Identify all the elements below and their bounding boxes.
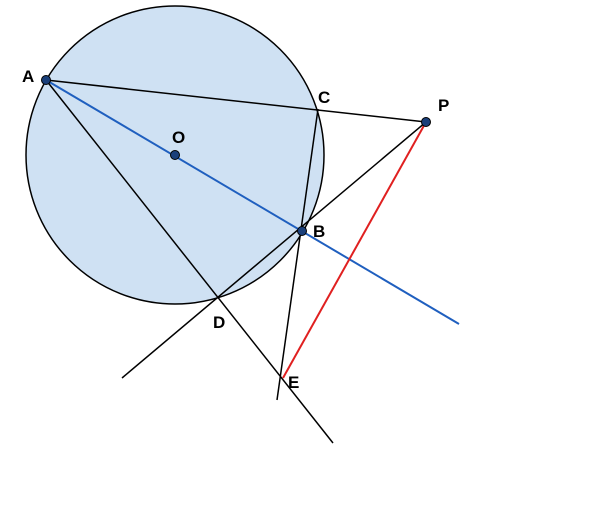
line-ac-to-p: [45, 79, 427, 123]
line-pb-extended: [121, 121, 427, 379]
label-b: B: [313, 222, 325, 241]
point-p: [421, 117, 431, 127]
label-a: A: [22, 67, 34, 86]
point-b: [297, 226, 307, 236]
label-p: P: [438, 96, 449, 115]
segment-pe: [282, 121, 427, 379]
point-a: [41, 75, 51, 85]
line-aob-extended: [45, 79, 460, 325]
label-d: D: [213, 313, 225, 332]
line-cb-extended: [276, 108, 319, 401]
point-o: [170, 150, 180, 160]
label-c: C: [318, 88, 330, 107]
label-e: E: [288, 373, 299, 392]
line-ad-extended: [45, 79, 334, 444]
label-o: O: [172, 128, 185, 147]
